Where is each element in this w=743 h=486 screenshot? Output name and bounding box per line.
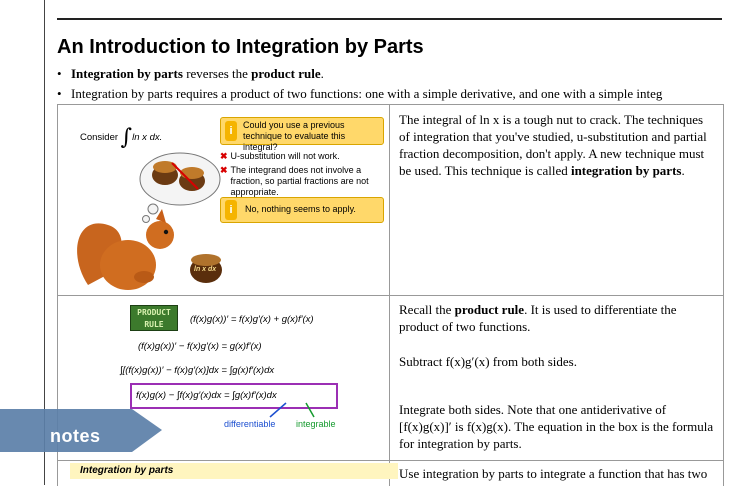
integrable-label: integrable xyxy=(296,419,336,429)
differentiable-label: differentiable xyxy=(224,419,276,429)
x-mark-icon: ✖ xyxy=(220,151,228,161)
notes-tab[interactable] xyxy=(0,409,162,452)
x-item: ✖The integrand does not involve a fracti… xyxy=(220,165,369,197)
consider-text: Consider ∫ln x dx. xyxy=(80,125,163,150)
answer-box: i No, nothing seems to apply. xyxy=(220,197,384,223)
document-page: An Introduction to Integration by Parts … xyxy=(44,0,743,486)
bullet-item: Integration by parts reverses the produc… xyxy=(57,64,722,84)
notes-label[interactable]: notes xyxy=(50,426,101,446)
equation: (f(x)g(x))′ − f(x)g′(x) = g(x)f′(x) xyxy=(138,341,262,352)
integration-by-parts-heading: Integration by parts xyxy=(70,463,398,479)
info-icon: i xyxy=(225,200,237,220)
equation: (f(x)g(x))′ = f(x)g′(x) + g(x)f′(x) xyxy=(190,314,314,325)
row2-integrate-text: Integrate both sides. Note that one anti… xyxy=(399,402,714,451)
row2-paragraph: Recall the product rule. It is used to d… xyxy=(399,302,677,334)
acorn-label: ln x dx xyxy=(194,266,217,273)
equation: ∫[(f(x)g(x))′ − f(x)g′(x)]dx = ∫g(x)f′(x… xyxy=(120,365,275,376)
row1-illustration: Consider ∫ln x dx. i Could you use a pre… xyxy=(58,105,389,295)
page-title: An Introduction to Integration by Parts xyxy=(57,36,424,58)
intro-bullets: Integration by parts reverses the produc… xyxy=(57,64,722,104)
x-item: ✖U-substitution will not work. xyxy=(220,151,340,161)
info-icon: i xyxy=(225,121,237,141)
arrow-annotations xyxy=(269,402,315,418)
x-mark-icon: ✖ xyxy=(220,165,228,175)
top-rule xyxy=(57,18,722,20)
content-table: Consider ∫ln x dx. i Could you use a pre… xyxy=(57,104,724,486)
bullet-item: Integration by parts requires a product … xyxy=(57,84,722,104)
equation: f(x)g(x) − ∫f(x)g′(x)dx = ∫g(x)f′(x)dx xyxy=(136,390,277,401)
question-box: i Could you use a previous technique to … xyxy=(220,117,384,152)
row1-paragraph: The integral of ln x is a tough nut to c… xyxy=(399,112,707,178)
row2-subtract-text: Subtract f(x)g′(x) from both sides. xyxy=(399,354,577,369)
formula-box xyxy=(130,383,338,409)
row3-paragraph: Use integration by parts to integrate a … xyxy=(399,466,708,481)
squirrel-illustration xyxy=(77,152,222,290)
